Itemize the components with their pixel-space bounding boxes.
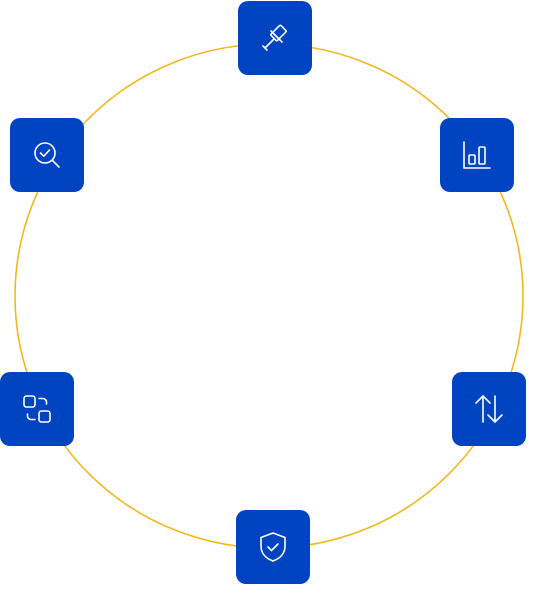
node-transfer-arrows [452,372,526,446]
gavel-icon [262,24,287,51]
node-gavel [238,1,312,75]
transfer-arrows-icon [475,395,503,423]
node-swap-squares [0,372,74,446]
search-check-icon [34,142,60,168]
swap-squares-icon [23,395,51,423]
node-shield-check [236,510,310,584]
bar-chart-icon [463,141,491,169]
shield-check-icon [260,532,286,562]
node-bar-chart [440,118,514,192]
node-search-check [10,118,84,192]
